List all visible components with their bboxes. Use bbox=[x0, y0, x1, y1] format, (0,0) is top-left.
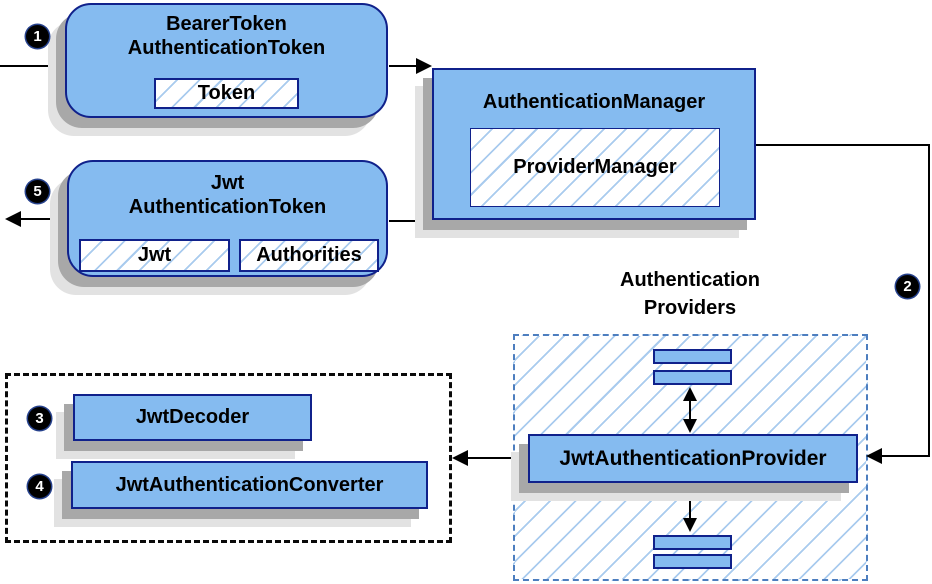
jwt-token-title: Jwt AuthenticationToken bbox=[69, 171, 386, 219]
double-arrow-bottom-shaft bbox=[689, 500, 691, 519]
connector-manager-to-jwt-token bbox=[389, 220, 432, 222]
connector-manager-to-provider-top bbox=[756, 144, 930, 146]
step-1-badge: 1 bbox=[26, 25, 49, 48]
connector-manager-to-provider-vertical bbox=[928, 144, 930, 457]
node-jwt-decoder: JwtDecoder bbox=[73, 394, 312, 441]
providers-label-line2: Providers bbox=[643, 297, 737, 319]
provider-slot-bar-2 bbox=[653, 370, 732, 385]
node-jwt-authentication-token: Jwt AuthenticationToken Jwt Authorities bbox=[67, 160, 388, 277]
double-arrow-top-shaft bbox=[689, 400, 691, 420]
connector-bearer-to-manager bbox=[389, 65, 417, 67]
step-5-badge: 5 bbox=[26, 180, 49, 203]
arrowhead-into-jwt-provider bbox=[866, 448, 882, 464]
authorities-chip: Authorities bbox=[239, 239, 379, 272]
connector-jwt-token-out bbox=[20, 218, 67, 220]
step-4-badge: 4 bbox=[28, 475, 51, 498]
jwt-chip: Jwt bbox=[79, 239, 230, 272]
provider-slot-bar-1 bbox=[653, 349, 732, 364]
token-chip: Token bbox=[154, 78, 299, 109]
jwt-token-title-line1: Jwt bbox=[210, 172, 245, 194]
authentication-manager-title: AuthenticationManager bbox=[482, 91, 706, 113]
double-arrow-top-up bbox=[683, 387, 697, 401]
double-arrow-top-down bbox=[683, 419, 697, 433]
connector-manager-to-provider-bottom bbox=[881, 455, 930, 457]
step-2-badge: 2 bbox=[896, 275, 919, 298]
provider-manager-chip: ProviderManager bbox=[470, 128, 720, 207]
node-jwt-authentication-converter: JwtAuthenticationConverter bbox=[71, 461, 428, 509]
provider-slot-bar-4 bbox=[653, 554, 732, 569]
step-3-badge: 3 bbox=[28, 407, 51, 430]
connector-provider-to-decoder bbox=[467, 457, 528, 459]
bearer-token-title-line1: BearerToken bbox=[166, 13, 287, 35]
node-authentication-manager: AuthenticationManager ProviderManager bbox=[432, 68, 756, 220]
node-bearer-token: BearerToken AuthenticationToken Token bbox=[65, 3, 388, 118]
authentication-providers-label: Authentication Providers bbox=[540, 266, 840, 322]
arrowhead-into-decoder-region bbox=[452, 450, 468, 466]
providers-label-line1: Authentication bbox=[620, 269, 760, 291]
node-jwt-authentication-provider: JwtAuthenticationProvider bbox=[528, 434, 858, 483]
connector-request-in bbox=[0, 65, 65, 67]
bearer-token-title-line2: AuthenticationToken bbox=[127, 37, 326, 59]
jwt-token-title-line2: AuthenticationToken bbox=[128, 196, 327, 218]
provider-slot-bar-3 bbox=[653, 535, 732, 550]
double-arrow-bottom-up bbox=[683, 487, 697, 501]
arrowhead-into-manager bbox=[416, 58, 432, 74]
arrowhead-response-out bbox=[5, 211, 21, 227]
bearer-token-title: BearerToken AuthenticationToken bbox=[67, 12, 386, 60]
double-arrow-bottom-down bbox=[683, 518, 697, 532]
